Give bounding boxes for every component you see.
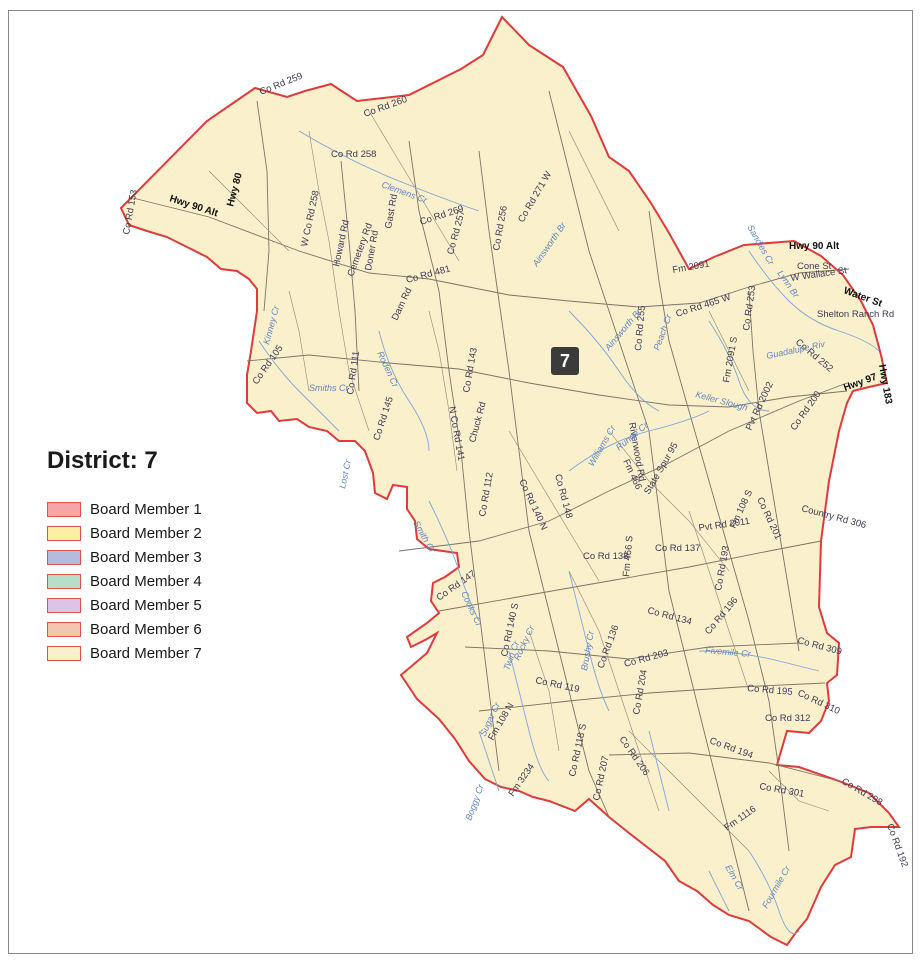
legend-swatch (47, 621, 81, 637)
road-label: Shelton Ranch Rd (817, 309, 894, 320)
road-network (128, 90, 850, 912)
legend-swatch (47, 597, 81, 613)
legend-item-board-member-1: Board Member 1 (47, 497, 202, 521)
legend: Board Member 1 Board Member 2 Board Memb… (47, 497, 202, 665)
district-boundary[interactable] (119, 15, 901, 947)
road-label: Co Rd 195 (747, 683, 793, 698)
district-title: District: 7 (47, 447, 158, 474)
road-label: Co Rd 255 (633, 305, 648, 351)
road-label: Fm 466 S (621, 535, 636, 577)
legend-label: Board Member 3 (90, 548, 202, 566)
legend-item-board-member-6: Board Member 6 (47, 617, 202, 641)
legend-swatch (47, 501, 81, 517)
road-label: Hwy 90 Alt (789, 241, 840, 252)
legend-swatch (47, 525, 81, 541)
road-label: Co Rd 138 (583, 551, 628, 562)
legend-item-board-member-7: Board Member 7 (47, 641, 202, 665)
legend-swatch (47, 573, 81, 589)
legend-item-board-member-2: Board Member 2 (47, 521, 202, 545)
road-label: Co Rd 312 (765, 713, 810, 724)
road-label: Co Rd 137 (655, 543, 700, 554)
legend-item-board-member-4: Board Member 4 (47, 569, 202, 593)
legend-item-board-member-3: Board Member 3 (47, 545, 202, 569)
legend-item-board-member-5: Board Member 5 (47, 593, 202, 617)
legend-label: Board Member 6 (90, 620, 202, 638)
map-frame: Co Rd 259 Co Rd 260 Co Rd 258 Co Rd 153 … (8, 10, 913, 954)
creek-label: Fivemile Cr (705, 645, 752, 659)
legend-swatch (47, 645, 81, 661)
legend-label: Board Member 7 (90, 644, 202, 662)
creek-label: Lost Cr (337, 458, 353, 489)
creek-label: Boggy Cr (463, 782, 486, 822)
legend-label: Board Member 4 (90, 572, 202, 590)
legend-label: Board Member 1 (90, 500, 202, 518)
district-number-badge: 7 (551, 347, 579, 375)
road-label: Cone St (797, 261, 832, 272)
road-label: Co Rd 258 (331, 149, 376, 160)
legend-label: Board Member 5 (90, 596, 202, 614)
creek-network (258, 130, 880, 934)
creek-label: Smiths Cr (309, 383, 350, 393)
district-map: Co Rd 259 Co Rd 260 Co Rd 258 Co Rd 153 … (119, 15, 910, 947)
legend-label: Board Member 2 (90, 524, 202, 542)
road-label: Co Rd 192 (884, 822, 910, 868)
legend-swatch (47, 549, 81, 565)
